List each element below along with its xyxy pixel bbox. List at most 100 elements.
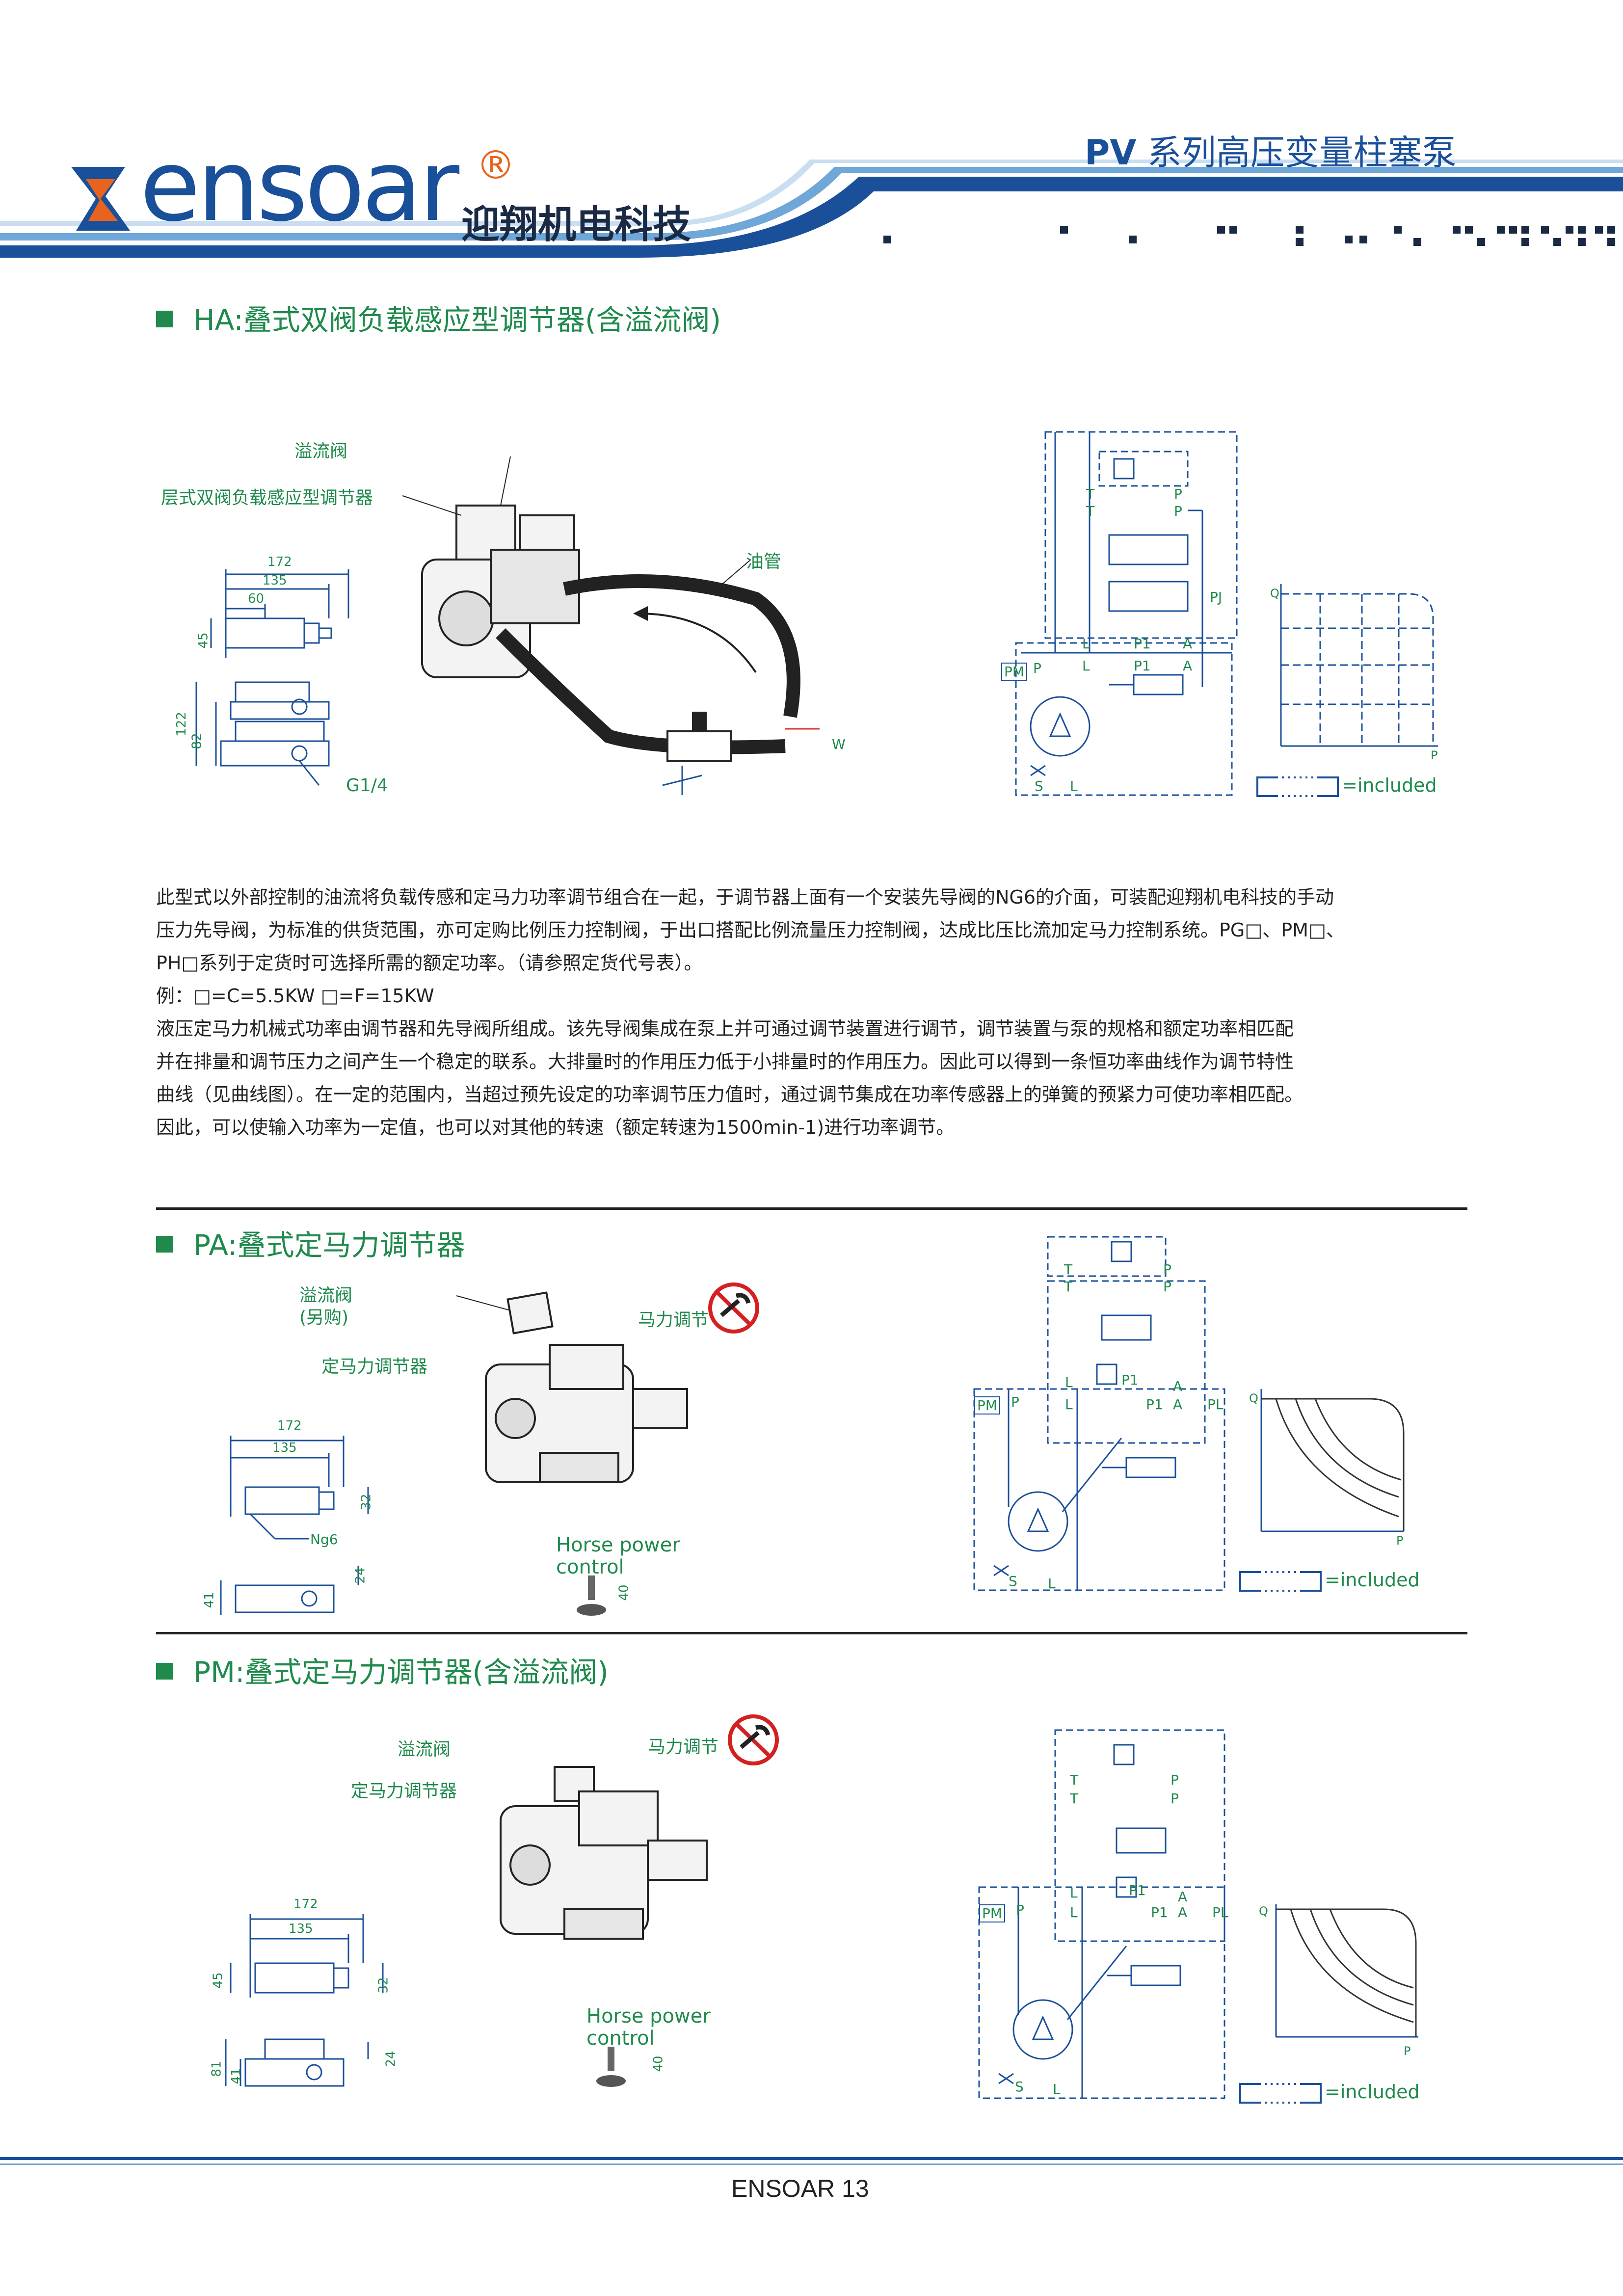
description-line: 此型式以外部控制的油流将负载传感和定马力功率调节组合在一起，于调节器上面有一个安… <box>156 886 1334 908</box>
pm-hp-adjust-label: 马力调节 <box>648 1737 719 1757</box>
divider-pa <box>156 1207 1467 1210</box>
pa-circuit-label-l3: L <box>1048 1575 1056 1592</box>
ha-characteristic-graph <box>1280 584 1438 747</box>
pa-circuit-label-pl: PL <box>1207 1396 1224 1413</box>
pa-circuit-label-p1c: P1 <box>1146 1396 1163 1413</box>
ha-dimension-drawing <box>195 569 349 786</box>
ha-circuit-label-t2: T <box>1086 503 1095 519</box>
ha-circuit-label-p1c: P1 <box>1134 658 1151 674</box>
pa-circuit-label-pm: PM <box>974 1396 1001 1415</box>
pm-relief-valve-label: 溢流阀 <box>398 1739 451 1760</box>
header-dot-pattern <box>883 226 1615 246</box>
description-line: 例：□=C=5.5KW □=F=15KW <box>156 985 434 1007</box>
series-title: PV 系列高压变量柱塞泵 <box>1085 125 1457 175</box>
pa-hp-adjust-label: 马力调节 <box>638 1310 709 1330</box>
ha-circuit-label-l2: L <box>1082 658 1090 674</box>
pm-dimension-drawing <box>225 1914 384 2087</box>
ha-oil-pipe-label: 油管 <box>746 552 782 572</box>
description-block: 此型式以外部控制的油流将负载传感和定马力功率调节组合在一起，于调节器上面有一个安… <box>156 881 1471 1144</box>
ha-circuit-label-p1b: P1 <box>1134 636 1151 652</box>
description-line: 曲线（见曲线图）。在一定的范围内，当超过预先设定的功率调节压力值时，通过调节集成… <box>156 1084 1304 1105</box>
ha-circuit-label-pj: PJ <box>1210 589 1223 605</box>
ha-circuit-label-p: P <box>1033 660 1041 676</box>
pa-circuit-label-t2: T <box>1064 1279 1073 1295</box>
description-line: 并在排量和调节压力之间产生一个稳定的联系。大排量时的作用压力低于小排量时的作用压… <box>156 1051 1294 1072</box>
bullet-square-icon <box>156 310 173 327</box>
pm-graph-x-axis: P <box>1404 2044 1411 2058</box>
pm-pump-illustration <box>500 1766 708 1940</box>
pa-hp-control-label-1: Horse power <box>556 1534 680 1556</box>
logo-text: ensoar <box>140 129 459 243</box>
ha-hydraulic-circuit <box>1015 431 1238 796</box>
footer-rule-bottom <box>0 2163 1623 2165</box>
pm-circuit-label-t2: T <box>1070 1790 1079 1807</box>
pa-ng6-label: Ng6 <box>310 1531 338 1548</box>
pm-hydraulic-circuit <box>978 1729 1225 2099</box>
pm-circuit-label-a1: A <box>1178 1889 1188 1905</box>
ha-graph-y-axis: Q <box>1270 587 1279 600</box>
pm-circuit-label-p2: P <box>1171 1790 1179 1807</box>
header-swoosh <box>0 160 1623 258</box>
pm-circuit-label-t1: T <box>1070 1772 1079 1788</box>
page-number: ENSOAR 13 <box>731 2175 869 2202</box>
pm-dim-32: 32 <box>376 1977 391 1994</box>
pm-dim-135: 135 <box>289 1922 313 1936</box>
description-line: 因此，可以使输入功率为一定值，也可以对其他的转速（额定转速为1500min-1)… <box>156 1117 955 1138</box>
pa-dim-172: 172 <box>277 1418 302 1433</box>
pa-circuit-label-s: S <box>1009 1573 1017 1589</box>
pm-dim-24: 24 <box>383 2051 399 2067</box>
pm-circuit-label-l3: L <box>1053 2081 1061 2097</box>
ha-circuit-label-l1: L <box>1082 636 1090 652</box>
pa-circuit-label-p1b: P1 <box>1121 1372 1139 1388</box>
ha-circuit-label-t1: T <box>1086 486 1095 502</box>
pa-circuit-label-t1: T <box>1064 1261 1073 1278</box>
pa-circuit-label-a2: A <box>1173 1396 1183 1413</box>
pm-dim-40: 40 <box>651 2056 666 2072</box>
pm-circuit-label-l1: L <box>1070 1885 1078 1901</box>
divider-pm <box>156 1632 1467 1634</box>
pm-circuit-label-p1c: P1 <box>1151 1904 1168 1921</box>
ha-graph-x-axis: P <box>1431 748 1438 762</box>
ha-regulator-label: 层式双阀负载感应型调节器 <box>161 488 373 508</box>
pa-hp-knob-icon <box>577 1575 606 1616</box>
pa-circuit-label-p1: P <box>1163 1261 1171 1278</box>
dim-82: 82 <box>189 733 205 749</box>
pm-hp-knob-icon <box>596 2047 626 2087</box>
pa-dim-24: 24 <box>353 1567 368 1584</box>
ha-included-legend: =included <box>1256 774 1437 797</box>
pa-included-legend: =included <box>1239 1569 1420 1592</box>
pm-circuit-label-p1: P <box>1171 1772 1179 1788</box>
registered-mark: ® <box>476 142 515 188</box>
series-name: 系列高压变量柱塞泵 <box>1147 133 1457 173</box>
pa-circuit-label-p: P <box>1011 1394 1019 1410</box>
ha-circuit-label-pm: PM <box>1001 663 1028 681</box>
section-title-pa: PA:叠式定马力调节器 <box>156 1222 465 1263</box>
pm-circuit-label-pl: PL <box>1212 1904 1228 1921</box>
pm-circuit-label-pm: PM <box>979 1904 1006 1922</box>
pa-graph-y-axis: Q <box>1249 1391 1258 1405</box>
ha-relief-valve-label: 溢流阀 <box>294 441 348 461</box>
dim-60: 60 <box>248 591 265 606</box>
pa-relief-valve-label: 溢流阀 <box>299 1285 353 1306</box>
dim-172: 172 <box>267 555 292 569</box>
ha-w-label: W <box>832 736 846 752</box>
description-line: 液压定马力机械式功率由调节器和先导阀所组成。该先导阀集成在泵上并可通过调节装置进… <box>156 1018 1294 1040</box>
ha-port-label: G1/4 <box>346 775 388 796</box>
dim-135: 135 <box>263 573 287 588</box>
pm-characteristic-graph <box>1275 1904 1418 2038</box>
footer-rule-top <box>0 2157 1623 2160</box>
pm-circuit-label-s: S <box>1015 2079 1024 2095</box>
series-prefix: PV <box>1085 133 1137 173</box>
dashed-box-icon <box>1256 776 1339 797</box>
pm-circuit-label-p1b: P1 <box>1129 1882 1146 1898</box>
pa-dim-41: 41 <box>202 1592 217 1608</box>
section-title-ha: HA:叠式双阀负载感应型调节器(含溢流阀) <box>156 297 721 338</box>
pm-included-legend: =included <box>1239 2081 1420 2104</box>
pa-circuit-label-a1: A <box>1173 1378 1183 1394</box>
pa-dim-40: 40 <box>616 1584 632 1601</box>
pa-optional-label: (另购) <box>299 1308 349 1328</box>
bullet-square-icon <box>156 1235 173 1253</box>
dim-45: 45 <box>196 632 211 649</box>
pa-regulator-label: 定马力调节器 <box>321 1357 428 1377</box>
pa-dimension-drawing <box>220 1436 369 1615</box>
